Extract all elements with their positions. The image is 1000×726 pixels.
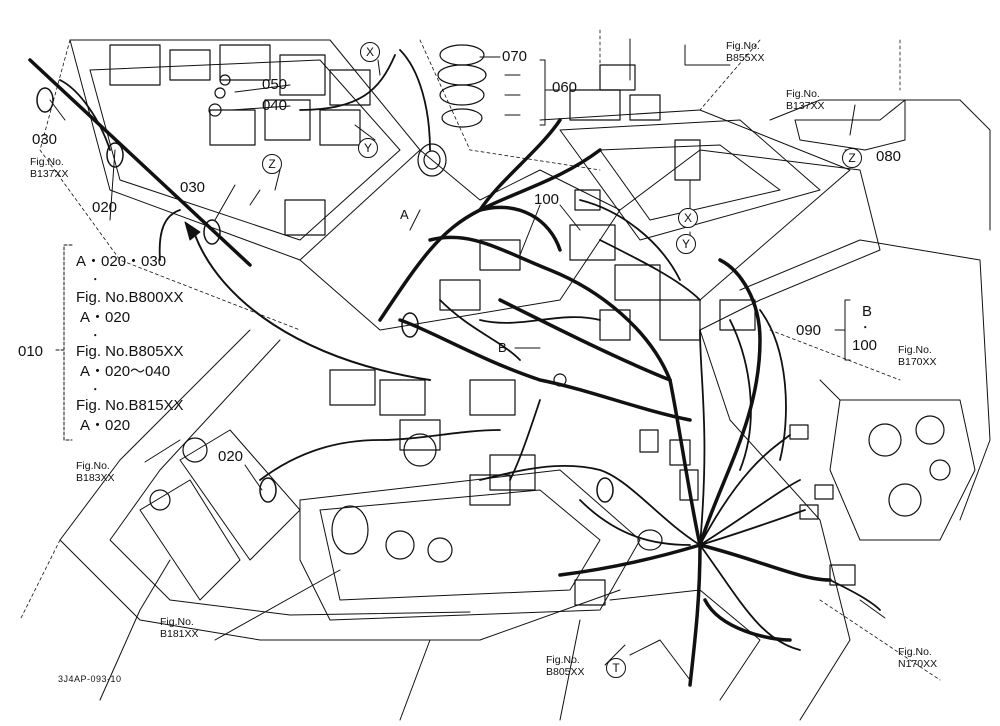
callout-y-mid[interactable]: Y [676,234,696,254]
bracket-010-dot1: ・ [90,274,101,286]
figref-b137-left[interactable]: Fig.No.B137XX [30,156,69,180]
bracket-010-line4: Fig. No.B805XX [76,343,184,360]
part-010[interactable]: 010 [18,343,44,360]
clamps [36,87,614,503]
part-090[interactable]: 090 [796,322,822,339]
part-100-top[interactable]: 100 [534,191,560,208]
figref-b805[interactable]: Fig.No.B805XX [546,654,585,678]
body-outlines [59,39,991,721]
bracket-010-dot2: ・ [90,330,101,342]
part-040[interactable]: 040 [262,97,288,114]
part-020-top[interactable]: 020 [92,199,118,216]
callout-y-top[interactable]: Y [358,138,378,158]
branch-wires [59,49,881,651]
bracket-010-dot3: ・ [90,384,101,396]
part-030-mid[interactable]: 030 [180,179,206,196]
callout-x-mid[interactable]: X [678,208,698,228]
figref-b170[interactable]: Fig.No.B170XX [898,344,937,368]
arrow-head [184,221,201,241]
part-030-left[interactable]: 030 [32,131,58,148]
part-050[interactable]: 050 [262,76,288,93]
bracket-010-line7: A・020 [80,417,131,434]
callout-z-top[interactable]: Z [262,154,282,174]
figref-n170[interactable]: Fig.No.N170XX [898,646,938,670]
routing-arrow [194,234,431,381]
bracket-010 [55,244,73,441]
bracket-010-line3: A・020 [80,309,131,326]
part-070[interactable]: 070 [502,48,528,65]
dashed-outlines [19,29,941,681]
bracket-010-line6: Fig. No.B815XX [76,397,184,414]
bracket-010-line5: A・020～040 [80,363,171,380]
drawing-code: 3J4AP-093-10 [58,674,122,684]
figref-b137-right[interactable]: Fig.No.B137XX [786,88,825,112]
label-a: A [400,207,409,222]
part-020-lower[interactable]: 020 [218,448,244,465]
callout-z-right[interactable]: Z [842,148,862,168]
bracket-010-line2: Fig. No.B800XX [76,289,184,306]
bracket-010-line1: A・020・030 [76,253,167,270]
part-060[interactable]: 060 [552,79,578,96]
figref-b183[interactable]: Fig.No.B183XX [76,460,115,484]
callout-t-bottom[interactable]: T [606,658,626,678]
callout-x-top[interactable]: X [360,42,380,62]
bracket-090-dot: ・ [860,322,871,334]
bracket-090-top: B [862,303,873,320]
part-080[interactable]: 080 [876,148,902,165]
connector-blocks [109,44,856,606]
round-parts [149,44,951,563]
figref-b855[interactable]: Fig.No.B855XX [726,40,765,64]
label-b: B [498,340,507,355]
figref-b181[interactable]: Fig.No.B181XX [160,616,199,640]
main-harness [28,58,832,687]
part-100-bracket[interactable]: 100 [852,337,878,354]
